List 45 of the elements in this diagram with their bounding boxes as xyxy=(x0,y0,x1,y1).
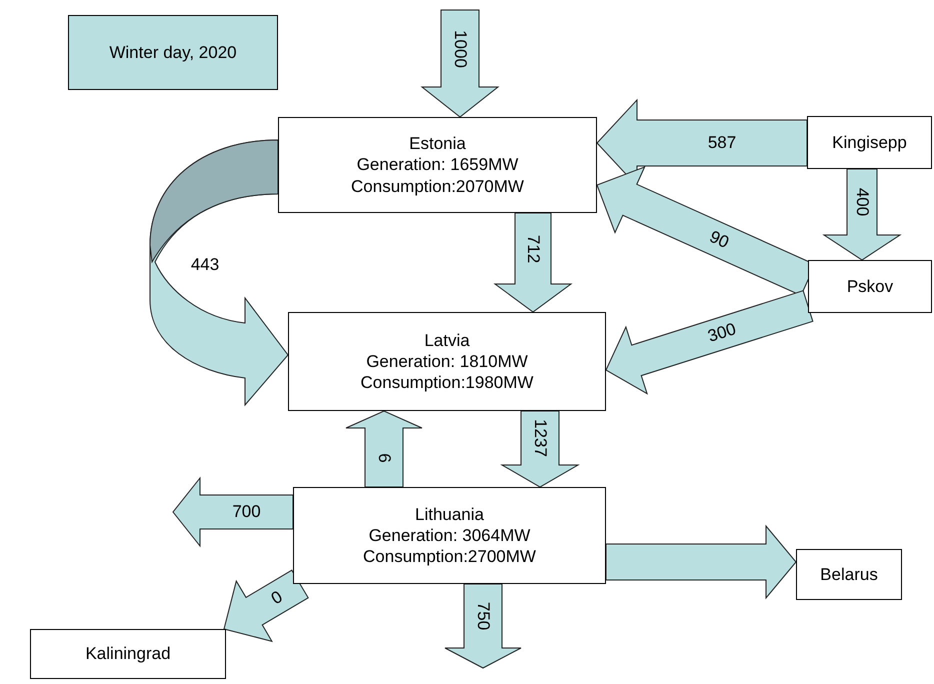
block-arrow xyxy=(605,290,814,395)
block-arrow xyxy=(444,584,522,669)
block-arrow xyxy=(172,476,294,548)
curved-arrow xyxy=(150,140,288,406)
edge-label: 700 xyxy=(232,502,261,522)
node-text: Consumption:2070MW xyxy=(351,176,524,197)
country-box xyxy=(796,549,902,600)
node-title: Winter day, 2020 xyxy=(109,42,237,64)
country-box xyxy=(288,312,606,411)
edge-label: 587 xyxy=(708,133,736,153)
node-text: Generation: 1659MW xyxy=(356,154,518,176)
edge-label: 90 xyxy=(706,226,732,253)
node-title: Kaliningrad xyxy=(85,643,171,665)
edge-label: 300 xyxy=(706,319,739,347)
block-arrow xyxy=(822,168,902,261)
edge-label: 0 xyxy=(268,586,286,609)
node-title: Kingisepp xyxy=(832,132,907,154)
block-arrow xyxy=(606,524,797,600)
node-text: Generation: 3064MW xyxy=(368,524,530,546)
block-arrow xyxy=(420,10,500,118)
region-box xyxy=(807,116,932,169)
edge-label: 400 xyxy=(852,188,872,216)
edge-label: 1237 xyxy=(530,419,550,457)
node-text: Consumption:1980MW xyxy=(360,372,534,394)
node-title: Estonia xyxy=(409,133,466,154)
edge-label: 750 xyxy=(473,602,493,630)
node-text: Generation: 1810MW xyxy=(366,350,528,372)
note-box xyxy=(68,15,278,90)
country-box xyxy=(293,487,606,584)
country-box xyxy=(278,117,597,213)
block-arrow xyxy=(500,410,580,488)
edge-label: 6 xyxy=(374,452,394,462)
region-box xyxy=(30,629,226,679)
node-title: Pskov xyxy=(846,276,894,298)
node-title: Belarus xyxy=(820,564,878,586)
node-text: Consumption:2700MW xyxy=(363,546,536,568)
edge-label: 712 xyxy=(523,234,543,263)
block-arrow xyxy=(223,570,309,642)
edge-label: 443 xyxy=(190,255,220,275)
block-arrow xyxy=(346,410,422,488)
block-arrow xyxy=(493,212,573,313)
region-box xyxy=(808,260,932,313)
edge-label: 1000 xyxy=(450,30,470,68)
node-title: Latvia xyxy=(424,330,470,351)
node-title: Lithuania xyxy=(414,504,484,525)
